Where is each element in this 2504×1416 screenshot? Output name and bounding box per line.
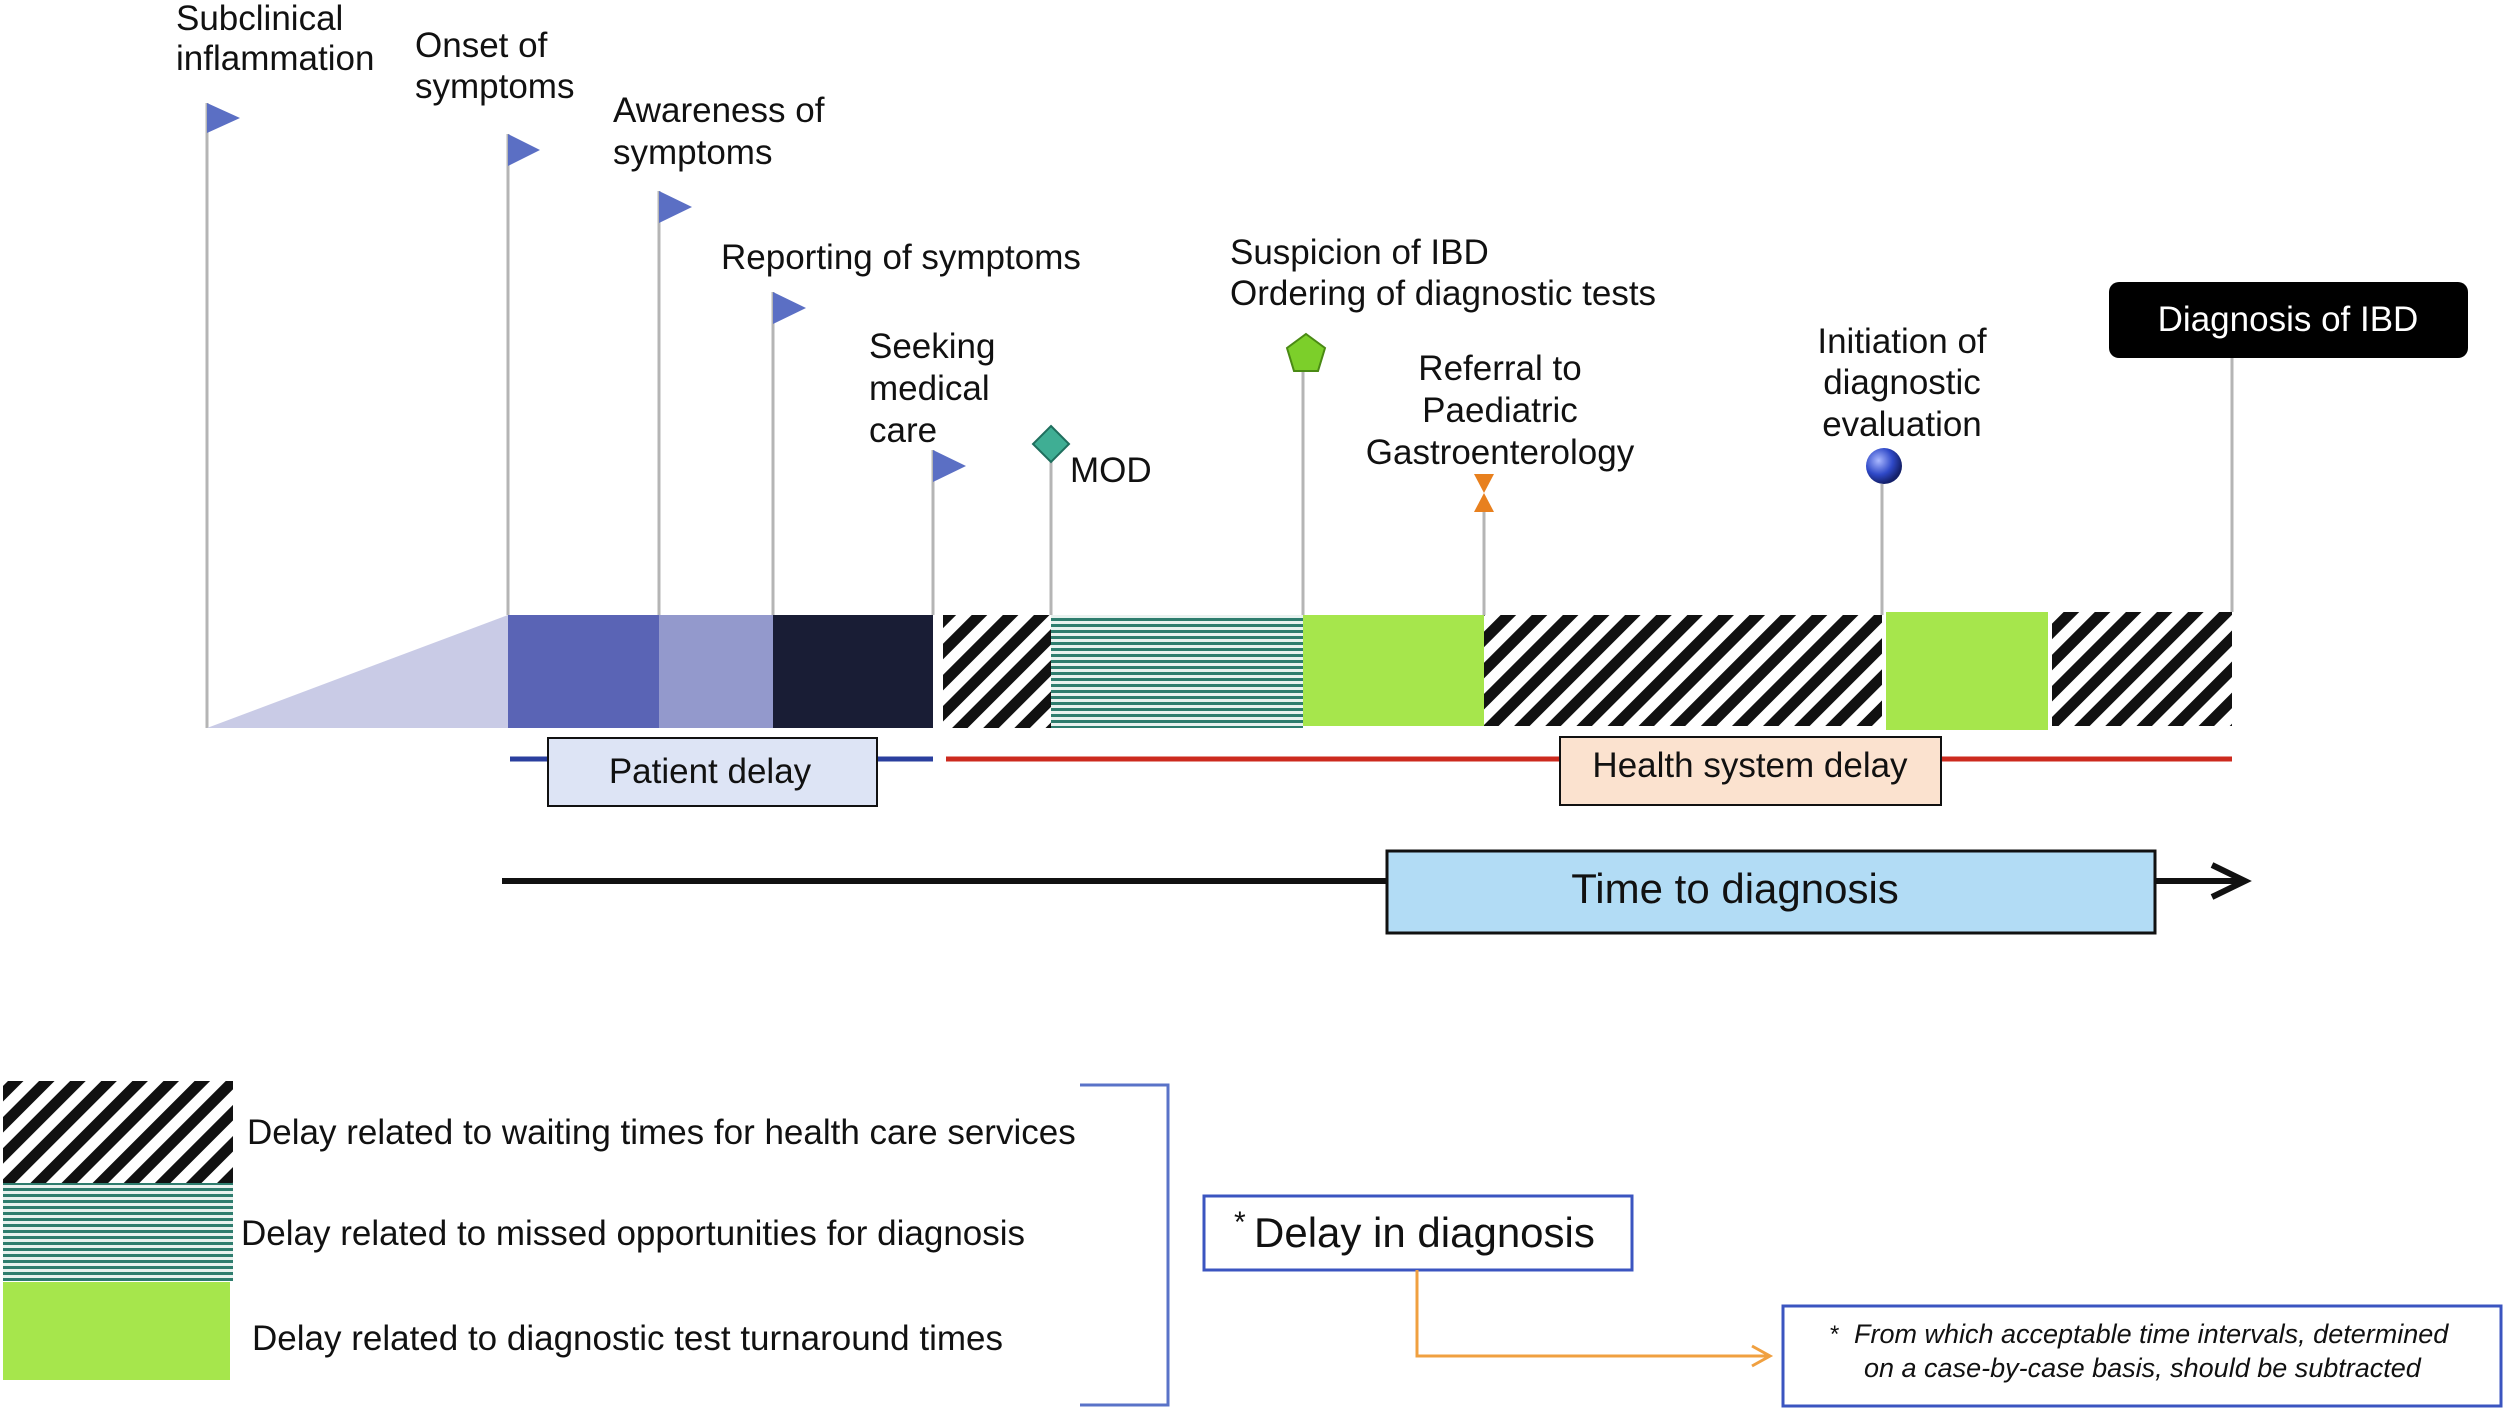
time-to-diagnosis: Time to diagnosis bbox=[502, 849, 2252, 935]
milestone-label: symptoms bbox=[415, 67, 574, 106]
legend-swatch-missed bbox=[3, 1183, 233, 1281]
delay-asterisk: * bbox=[1234, 1206, 1246, 1239]
milestone-seeking-care: Seeking medical care bbox=[869, 327, 995, 615]
patient-delay: Patient delay bbox=[510, 737, 933, 807]
hourglass-icon bbox=[1474, 493, 1494, 512]
legend-swatch-turnaround bbox=[3, 1282, 230, 1380]
time-to-diagnosis-label: Time to diagnosis bbox=[1571, 865, 1899, 912]
segment-awareness-to-reporting bbox=[659, 615, 773, 728]
legend-label-waiting: Delay related to waiting times for healt… bbox=[247, 1113, 1076, 1152]
flag-icon bbox=[659, 191, 692, 223]
segment-onset-to-awareness bbox=[508, 615, 659, 728]
timeline-bar bbox=[207, 612, 2232, 730]
legend-swatch-waiting bbox=[3, 1081, 233, 1183]
milestone-referral: Referral to Paediatric Gastroenterology bbox=[1366, 349, 1635, 615]
sphere-icon bbox=[1866, 448, 1902, 484]
hourglass-icon bbox=[1474, 474, 1494, 493]
health-system-delay-box bbox=[1559, 736, 1942, 806]
segment-waiting-3 bbox=[2052, 612, 2232, 726]
milestone-label: diagnostic bbox=[1823, 363, 1981, 402]
milestone-label: Onset of bbox=[415, 26, 548, 65]
milestone-label: medical bbox=[869, 369, 990, 408]
arrow-right-icon bbox=[1751, 1344, 1774, 1368]
patient-delay-label: Patient delay bbox=[609, 752, 812, 791]
delay-in-diagnosis-label: Delay in diagnosis bbox=[1254, 1209, 1595, 1256]
delay-in-diagnosis: * Delay in diagnosis bbox=[1202, 1194, 1634, 1272]
milestone-label: Awareness of bbox=[613, 91, 825, 130]
milestone-onset: Onset of symptoms bbox=[415, 26, 574, 615]
segment-waiting-2 bbox=[1484, 615, 1882, 726]
segment-reporting-to-seeking bbox=[773, 615, 933, 728]
milestone-label: Paediatric bbox=[1422, 391, 1578, 430]
legend-label-turnaround: Delay related to diagnostic test turnaro… bbox=[252, 1319, 1003, 1358]
health-system-delay: Health system delay bbox=[946, 736, 2232, 806]
milestone-label: Seeking bbox=[869, 327, 995, 366]
footnote-line-2: on a case-by-case basis, should be subtr… bbox=[1864, 1353, 2422, 1383]
footnote-line-1: From which acceptable time intervals, de… bbox=[1854, 1319, 2449, 1349]
diamond-icon bbox=[1031, 424, 1071, 464]
footnote-asterisk: * bbox=[1830, 1321, 1839, 1348]
milestone-label: Reporting of symptoms bbox=[721, 238, 1081, 277]
milestone-label: Initiation of bbox=[1817, 322, 1987, 361]
legend-label-missed: Delay related to missed opportunities fo… bbox=[241, 1214, 1025, 1253]
footnote: * From which acceptable time intervals, … bbox=[1781, 1304, 2503, 1408]
segment-missed-opportunity bbox=[1051, 615, 1303, 728]
milestone-label: Subclinical bbox=[176, 0, 343, 38]
segment-test-turnaround-1 bbox=[1303, 615, 1484, 726]
pentagon-icon bbox=[1285, 332, 1327, 372]
subclinical-wedge bbox=[207, 615, 508, 728]
milestone-label: inflammation bbox=[176, 39, 374, 78]
patient-delay-box bbox=[547, 737, 878, 807]
flag-icon bbox=[773, 292, 806, 324]
milestone-initiation: Initiation of diagnostic evaluation bbox=[1817, 322, 1987, 615]
segment-waiting-1 bbox=[943, 615, 1051, 728]
flag-icon bbox=[933, 450, 966, 482]
legend: Delay related to waiting times for healt… bbox=[3, 1081, 1076, 1380]
diagnosis-label: Diagnosis of IBD bbox=[2158, 300, 2419, 339]
milestone-label: Referral to bbox=[1418, 349, 1581, 388]
milestone-label: Gastroenterology bbox=[1366, 433, 1635, 472]
milestone-reporting: Reporting of symptoms bbox=[721, 238, 1081, 615]
milestone-suspicion: Suspicion of IBD Ordering of diagnostic … bbox=[1230, 233, 1656, 615]
milestone-diagnosis: Diagnosis of IBD bbox=[2109, 282, 2468, 612]
footnote-connector bbox=[1415, 1270, 1774, 1368]
time-to-diagnosis-box bbox=[1385, 849, 2157, 935]
arrow-right-icon bbox=[2210, 862, 2252, 900]
milestone-label: Suspicion of IBD bbox=[1230, 233, 1489, 272]
milestone-label: Ordering of diagnostic tests bbox=[1230, 274, 1656, 313]
milestone-label: MOD bbox=[1070, 451, 1152, 490]
milestone-awareness: Awareness of symptoms bbox=[613, 91, 825, 615]
milestone-mod: MOD bbox=[1031, 424, 1152, 615]
footnote-box bbox=[1781, 1304, 2503, 1408]
milestone-label: symptoms bbox=[613, 133, 772, 172]
flag-icon bbox=[508, 134, 540, 166]
milestone-subclinical: Subclinical inflammation bbox=[176, 0, 374, 728]
legend-bracket bbox=[1080, 1083, 1170, 1407]
health-system-delay-label: Health system delay bbox=[1592, 746, 1908, 785]
delay-in-diagnosis-box bbox=[1202, 1194, 1634, 1272]
diagnosis-box bbox=[2109, 282, 2468, 358]
segment-test-turnaround-2 bbox=[1886, 612, 2048, 730]
milestone-label: evaluation bbox=[1822, 405, 1982, 444]
flag-icon bbox=[207, 103, 240, 133]
milestone-label: care bbox=[869, 411, 937, 450]
